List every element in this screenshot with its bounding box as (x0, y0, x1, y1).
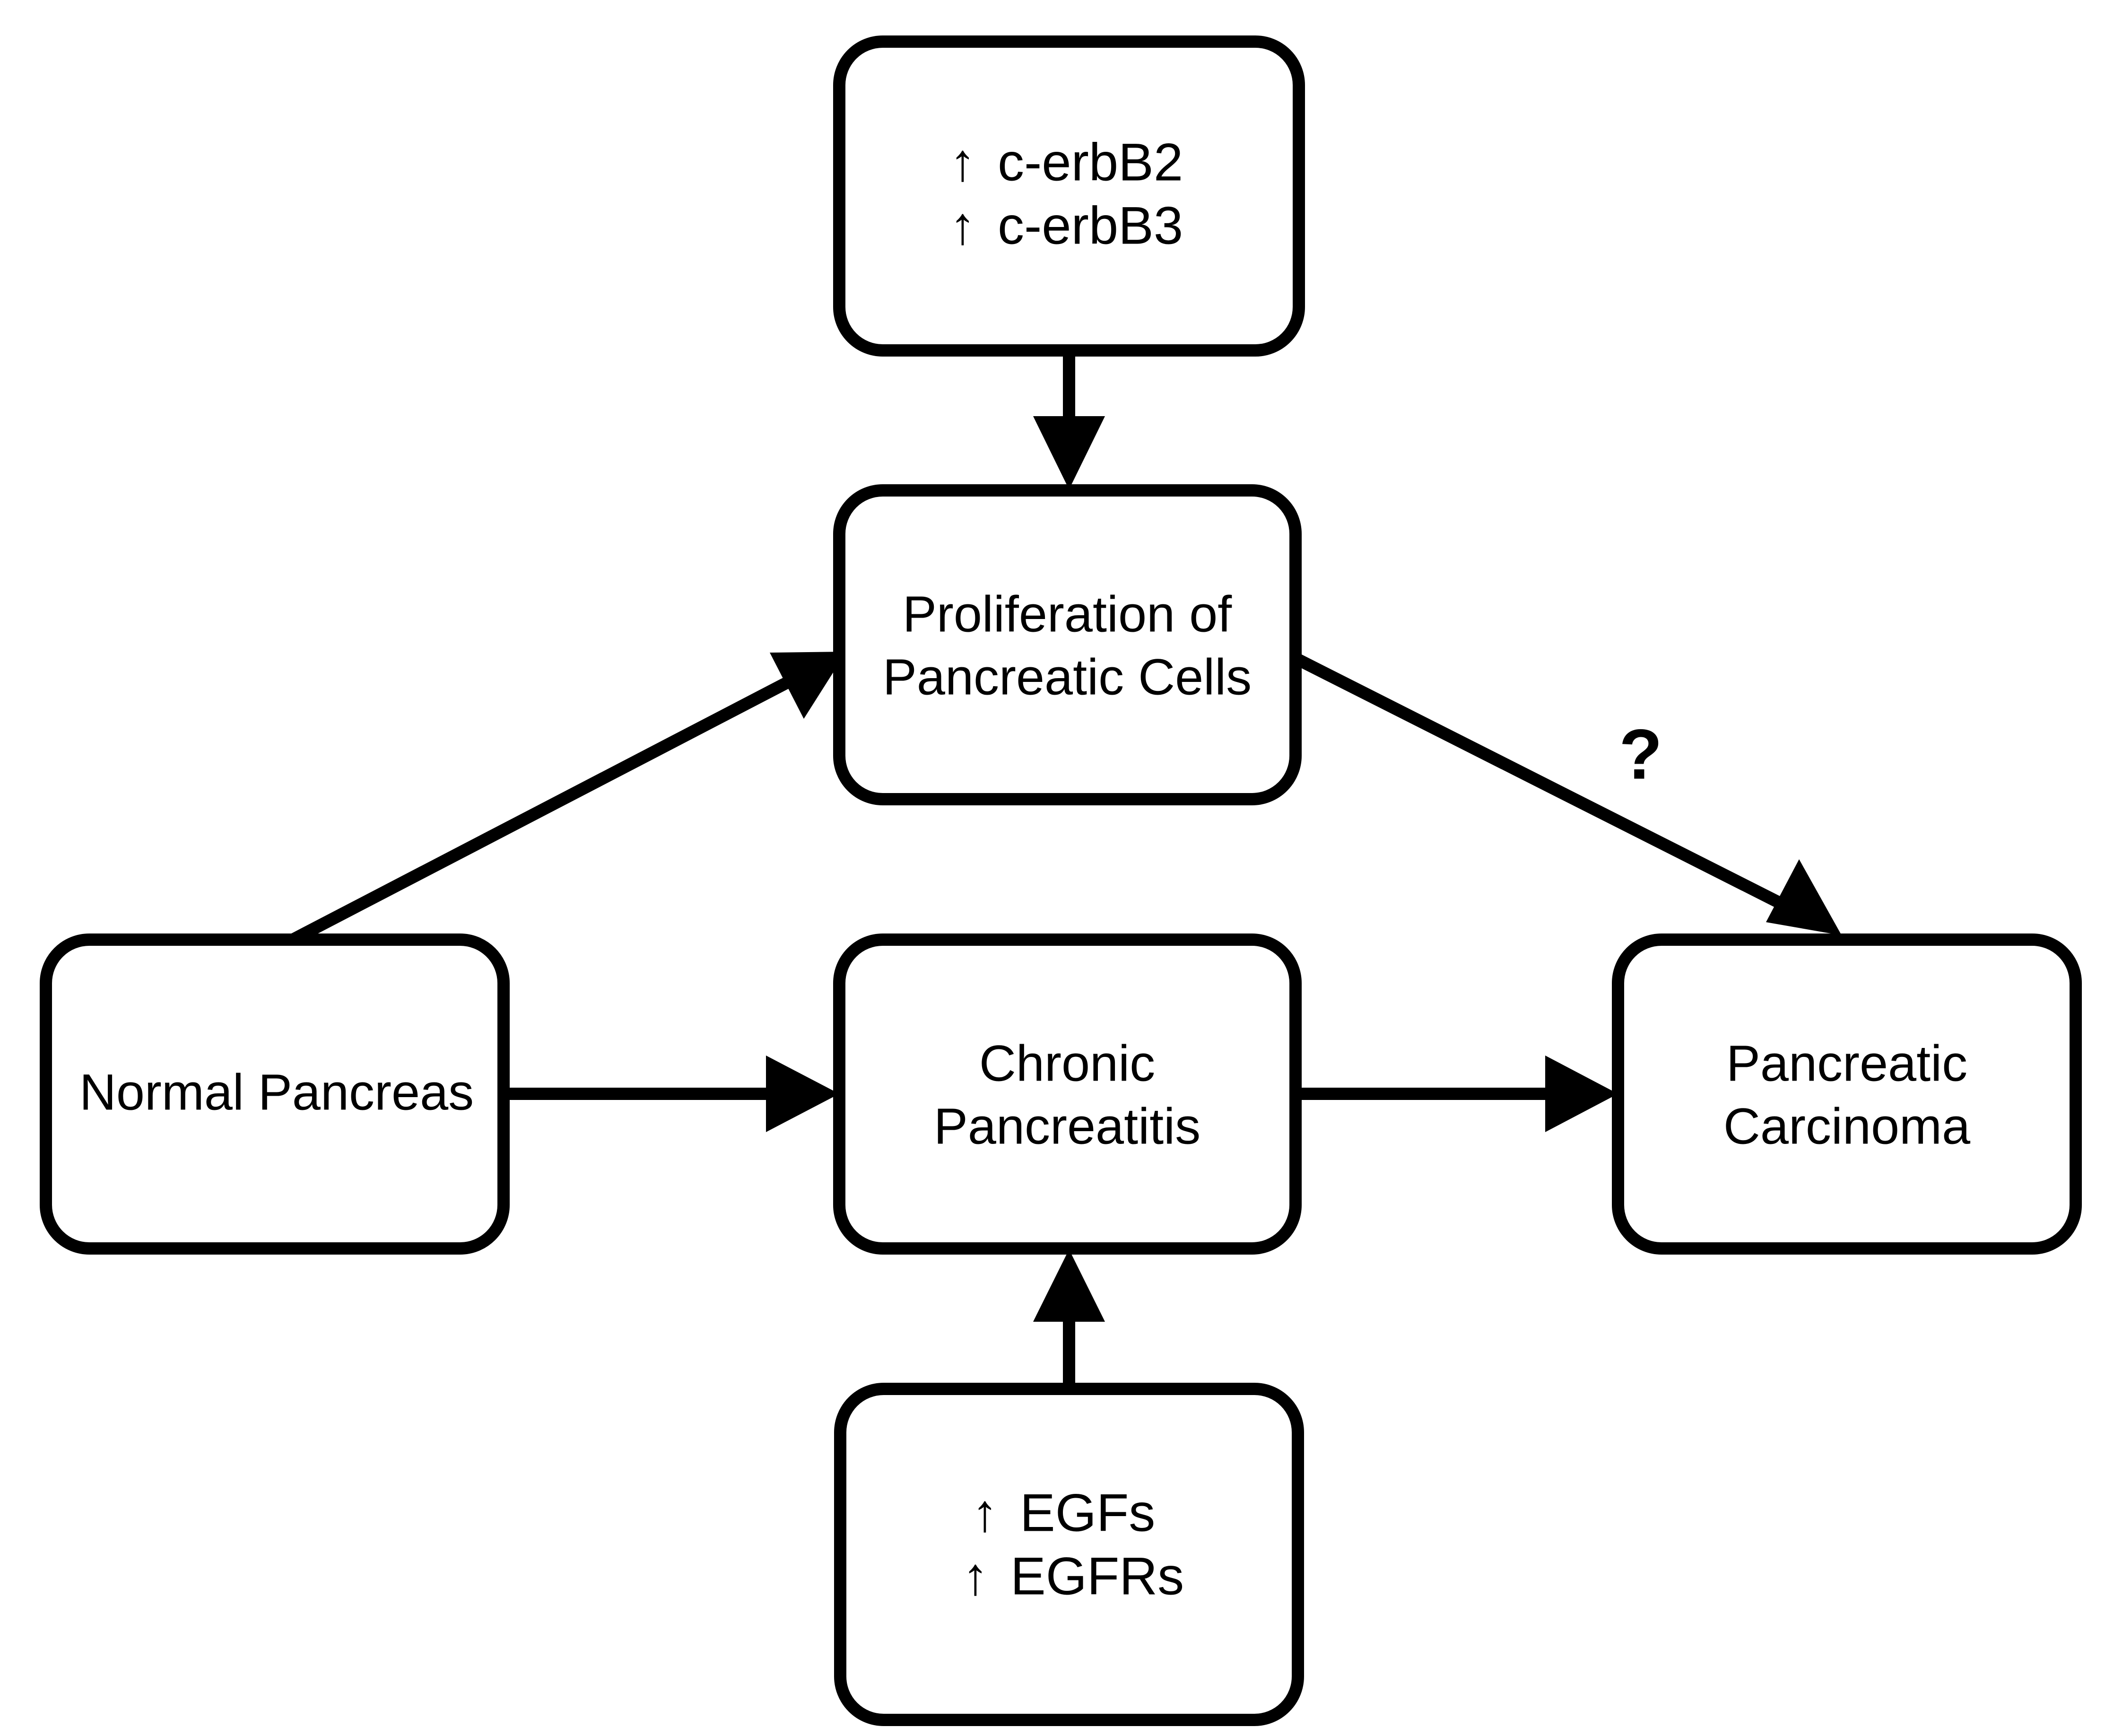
node-egf-label-line1: EGFs (1020, 1483, 1155, 1543)
edge-normal-to-proliferation (281, 652, 846, 950)
uncertainty-question-mark: ? (1619, 715, 1662, 794)
node-chronic-pancreatitis[interactable]: Chronic Pancreatitis (833, 933, 1302, 1255)
node-normal-pancreas-box[interactable] (40, 933, 510, 1255)
node-chronic-pancreatitis-label-line1: Chronic (979, 1035, 1155, 1092)
node-proliferation-label-line1: Proliferation of (903, 585, 1232, 643)
node-erbb-box[interactable] (833, 35, 1305, 357)
up-arrow-icon-egfs: ↑ (972, 1483, 998, 1543)
node-chronic-pancreatitis-label-line2: Pancreatitis (934, 1098, 1201, 1155)
node-normal-pancreas[interactable]: Normal Pancreas (40, 933, 510, 1255)
up-arrow-icon-erbb3: ↑ (949, 196, 976, 255)
node-pancreatic-carcinoma-label-line1: Pancreatic (1726, 1035, 1967, 1092)
node-chronic-pancreatitis-box[interactable] (833, 933, 1302, 1255)
edge-proliferation-to-carcinoma: ? (1293, 653, 1842, 935)
up-arrow-icon-erbb2: ↑ (949, 133, 976, 192)
node-pancreatic-carcinoma[interactable]: Pancreatic Carcinoma (1612, 933, 2082, 1255)
node-erbb-label-line1: c-erbB2 (998, 133, 1183, 192)
node-proliferation[interactable]: Proliferation of Pancreatic Cells (833, 484, 1302, 805)
node-erbb-receptors[interactable]: ↑ c-erbB2 ↑ c-erbB3 (833, 35, 1305, 357)
edge-chronic-to-carcinoma (1296, 1056, 1618, 1132)
node-pancreatic-carcinoma-label-line2: Carcinoma (1723, 1098, 1971, 1155)
up-arrow-icon-egfrs: ↑ (962, 1547, 989, 1606)
edge-egf-to-chronic (1033, 1249, 1105, 1389)
node-egf-label-line2: EGFRs (1010, 1547, 1184, 1606)
node-proliferation-box[interactable] (833, 484, 1302, 805)
node-pancreatic-carcinoma-box[interactable] (1612, 933, 2082, 1255)
node-erbb-label-line2: c-erbB3 (998, 196, 1183, 255)
edge-erbb-to-proliferation (1033, 350, 1105, 489)
node-proliferation-label-line2: Pancreatic Cells (883, 648, 1252, 706)
node-normal-pancreas-label: Normal Pancreas (79, 1064, 474, 1121)
node-egf[interactable]: ↑ EGFs ↑ EGFRs (834, 1383, 1304, 1726)
node-egf-box[interactable] (834, 1383, 1304, 1726)
edge-normal-to-chronic (504, 1056, 839, 1132)
